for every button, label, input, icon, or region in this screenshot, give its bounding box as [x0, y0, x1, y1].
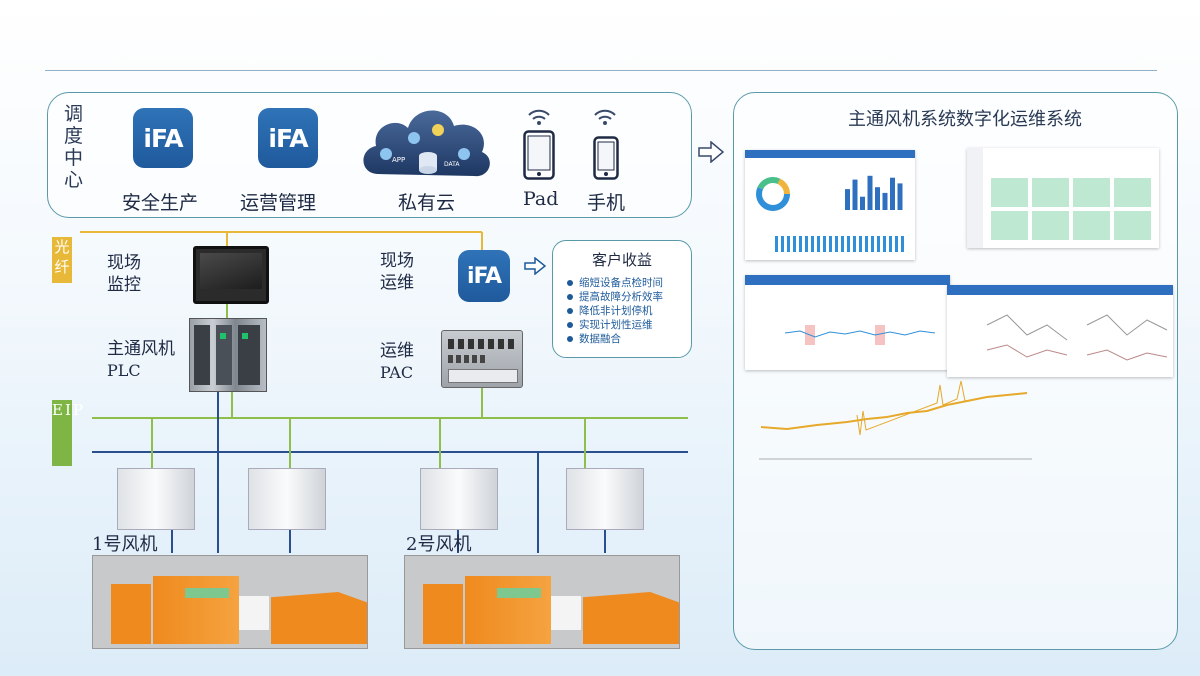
fan-unit-1[interactable] [92, 555, 368, 649]
bar [890, 177, 895, 210]
ops-pac-line1: 运维 [380, 341, 414, 361]
ops-pac-line2: PAC [380, 363, 414, 382]
private-cloud-label: 私有云 [398, 192, 456, 214]
main-fan-plc-line2: PLC [107, 361, 141, 380]
network-lines [80, 231, 688, 553]
comparison-lines [986, 314, 1168, 361]
customer-benefits-box: 客户收益 缩短设备点检时间 提高故障分析效率 降低非计划停机 实现计划性运维 数… [552, 240, 692, 358]
inverter-cabinet[interactable] [566, 468, 644, 530]
inverter-cabinet[interactable] [117, 468, 195, 530]
dashboard-screenshot[interactable] [745, 150, 915, 260]
benefit-item: 降低非计划停机 [567, 304, 691, 318]
donut-chart [756, 177, 790, 211]
bar [882, 192, 888, 210]
plc-device[interactable] [189, 318, 267, 392]
pad-label: Pad [523, 188, 559, 210]
monitor-screen[interactable] [193, 246, 269, 304]
bar [852, 179, 858, 210]
digital-ops-title: 主通风机系统数字化运维系统 [848, 109, 1082, 130]
trend-screenshot[interactable] [745, 275, 950, 370]
benefit-item: 提高故障分析效率 [567, 290, 691, 304]
safety-production-label: 安全生产 [122, 192, 199, 214]
fiber-tag: 光纤 [52, 237, 72, 283]
eip-tag: EIP [52, 400, 83, 466]
wifi-icon [594, 109, 616, 125]
benefits-title: 客户收益 [591, 251, 652, 269]
bar [845, 189, 850, 210]
top-divider [45, 70, 1157, 71]
vibration-chart [759, 380, 1032, 460]
fan-2-label: 2号风机 [406, 534, 472, 555]
ops-management-label: 运营管理 [240, 192, 317, 214]
phone-label: 手机 [587, 192, 626, 214]
dispatch-center-label: 调度中心 [64, 103, 84, 191]
phone-icon[interactable] [593, 136, 619, 180]
arrow-right-icon [698, 141, 724, 163]
bar-chart [845, 175, 903, 210]
bar [860, 196, 865, 210]
cloud-data-text: DATA [444, 161, 460, 168]
wifi-icon [528, 109, 550, 125]
fan-unit-2[interactable] [404, 555, 680, 649]
bar [867, 175, 873, 210]
benefit-item: 实现计划性运维 [567, 318, 691, 332]
site-monitor-label: 现场监控 [107, 253, 141, 295]
fan-1-label: 1号风机 [92, 534, 158, 555]
ops-pac-label: 运维 PAC [380, 340, 414, 384]
benefit-item: 数据融合 [567, 332, 691, 346]
bar [897, 183, 903, 210]
tablet-icon[interactable] [523, 130, 555, 180]
main-fan-plc-line1: 主通风机 [107, 339, 175, 359]
ifa-logo-site-ops[interactable]: iFA [458, 250, 510, 302]
device-cards-screenshot[interactable] [967, 148, 1159, 248]
cloud-icon[interactable]: APP DATA [356, 96, 496, 192]
trend-line [784, 325, 936, 345]
inverter-cabinet[interactable] [248, 468, 326, 530]
pac-device[interactable] [441, 330, 523, 388]
benefit-item: 缩短设备点检时间 [567, 276, 691, 290]
site-ops-label: 现场运维 [380, 251, 414, 293]
arrow-right-icon [524, 257, 546, 275]
inverter-cabinet[interactable] [420, 468, 498, 530]
main-fan-plc-label: 主通风机 PLC [107, 338, 175, 382]
bar [875, 187, 880, 210]
ifa-logo-safety[interactable]: iFA [133, 108, 193, 168]
comparison-screenshot[interactable] [947, 285, 1173, 377]
ifa-logo-ops[interactable]: iFA [258, 108, 318, 168]
cloud-app-text: APP [392, 156, 405, 164]
